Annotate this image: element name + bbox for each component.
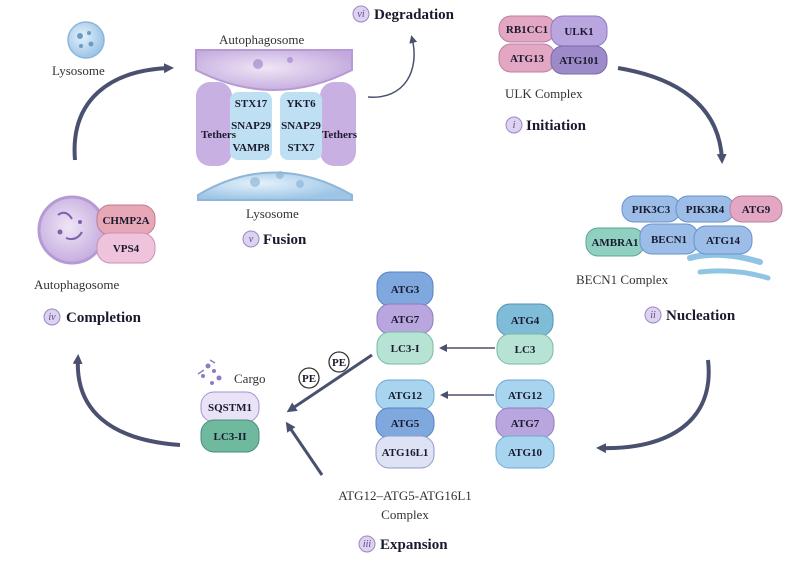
cycle-arrow-completion-to-fusion	[72, 63, 174, 161]
becn1-becn1: BECN1	[651, 234, 687, 246]
col-atg4: ATG4	[511, 315, 540, 327]
col-atg3: ATG3	[391, 284, 420, 296]
tethers-right-shape	[320, 82, 356, 166]
stage-fusion: v Fusion	[242, 230, 307, 248]
snare-stx7: STX7	[288, 142, 315, 154]
becn1-pik3c3: PIK3C3	[632, 204, 671, 216]
fusion-lysosome-label: Lysosome	[246, 206, 299, 221]
stage-nucleation-label: Nucleation	[666, 308, 736, 324]
stage-initiation-label: Initiation	[526, 118, 587, 134]
cargo-dots	[197, 359, 222, 385]
col3-atg10: ATG10	[508, 447, 543, 459]
col3-atg12: ATG12	[508, 390, 543, 402]
becn1-complex-title: BECN1 Complex	[576, 272, 669, 287]
col-atg7: ATG7	[391, 314, 420, 326]
svg-text:PE: PE	[302, 373, 316, 385]
col-lc3i: LC3-I	[391, 343, 420, 355]
ulk-atg13: ATG13	[510, 53, 545, 65]
lc3-conjugation-column: ATG3 ATG7 LC3-I	[376, 271, 434, 365]
stage-initiation-num: i	[513, 120, 516, 131]
lysosome-icon	[67, 21, 105, 59]
col2-atg12: ATG12	[388, 390, 423, 402]
pe-badge-1: PE	[298, 367, 320, 389]
pe-badge-2: PE	[328, 351, 350, 373]
stage-completion-num: iv	[48, 312, 56, 323]
snare-snap29-left: SNAP29	[231, 120, 271, 132]
stage-degradation: vi Degradation	[352, 5, 455, 23]
ulk-complex: RB1CC1 ULK1 ATG13 ATG101	[498, 15, 608, 75]
lysosome-label-left: Lysosome	[52, 63, 105, 78]
atg12-complex-column: ATG12 ATG5 ATG16L1	[375, 379, 435, 469]
vps4-label: VPS4	[113, 243, 140, 255]
cargo-label: Cargo	[234, 371, 266, 386]
arrow-lc3i-to-lc3ii	[286, 353, 373, 413]
becn1-ambra1: AMBRA1	[591, 237, 638, 249]
sqstm1-label: SQSTM1	[208, 402, 252, 414]
cycle-arrow-nucleation-to-expansion	[596, 359, 711, 454]
stage-fusion-num: v	[249, 234, 254, 245]
ulk-ulk1: ULK1	[564, 26, 593, 38]
becn1-atg9: ATG9	[742, 204, 771, 216]
col3-atg7: ATG7	[511, 418, 540, 430]
stage-degradation-label: Degradation	[374, 7, 455, 23]
complex-label-line2: Complex	[381, 507, 429, 522]
atg12-precursor-column: ATG12 ATG7 ATG10	[495, 379, 555, 469]
tethers-left-label: Tethers	[201, 129, 237, 141]
cycle-arrow-fusion-to-degradation	[367, 35, 418, 98]
ulk-rb1cc1: RB1CC1	[506, 24, 548, 36]
cycle-arrow-initiation-to-nucleation	[617, 66, 727, 164]
completion-box: CHMP2A VPS4	[96, 204, 156, 264]
tethers-right-label: Tethers	[322, 129, 358, 141]
cycle-arrow-expansion-to-completion	[72, 354, 181, 447]
complex-label-line1: ATG12–ATG5-ATG16L1	[338, 488, 472, 503]
becn1-atg14: ATG14	[706, 235, 741, 247]
completion-autophagosome	[37, 195, 107, 265]
fusion-illustration	[195, 49, 356, 201]
ulk-atg101: ATG101	[559, 55, 599, 67]
snare-snap29-right: SNAP29	[281, 120, 321, 132]
stage-completion: iv Completion	[43, 308, 142, 326]
stage-nucleation: ii Nucleation	[644, 306, 736, 324]
becn1-complex: PIK3C3 PIK3R4 ATG9 AMBRA1 BECN1 ATG14	[585, 195, 783, 281]
snare-ykt6: YKT6	[286, 98, 316, 110]
lc3ii-label: LC3-II	[213, 431, 246, 443]
chmp2a-label: CHMP2A	[102, 215, 149, 227]
stage-nucleation-num: ii	[650, 310, 656, 321]
completion-autophagosome-label: Autophagosome	[34, 277, 119, 292]
ulk-complex-title: ULK Complex	[505, 86, 583, 101]
stage-expansion: iii Expansion	[358, 535, 448, 553]
snare-vamp8: VAMP8	[232, 142, 270, 154]
right-snares: YKT6 SNAP29 STX7	[281, 98, 321, 154]
stage-expansion-num: iii	[363, 539, 372, 550]
left-snares: STX17 SNAP29 VAMP8	[231, 98, 271, 154]
col-lc3: LC3	[515, 344, 536, 356]
stage-initiation: i Initiation	[505, 116, 587, 134]
stage-completion-label: Completion	[66, 310, 142, 326]
becn1-pik3r4: PIK3R4	[686, 204, 725, 216]
snare-stx17: STX17	[235, 98, 268, 110]
atg4-column: ATG4 LC3	[496, 303, 554, 365]
svg-text:PE: PE	[332, 357, 346, 369]
stage-expansion-label: Expansion	[380, 537, 448, 553]
col2-atg16l1: ATG16L1	[382, 447, 429, 459]
sqstm1-lc3ii: SQSTM1 LC3-II	[200, 391, 260, 453]
stage-degradation-num: vi	[357, 9, 364, 20]
fusion-autophagosome-label: Autophagosome	[219, 32, 304, 47]
arrow-complex-to-lc3ii	[285, 421, 324, 476]
col2-atg5: ATG5	[391, 418, 420, 430]
stage-fusion-label: Fusion	[263, 232, 307, 248]
tethers-left-shape	[196, 82, 232, 166]
